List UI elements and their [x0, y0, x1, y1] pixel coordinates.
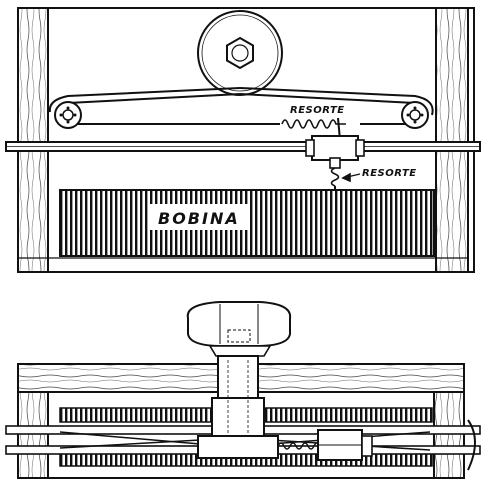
side-left-post	[17, 391, 49, 479]
right-wood-post	[435, 7, 469, 273]
knob	[186, 301, 292, 357]
side-slider-block	[317, 429, 373, 461]
coil-label-bg	[150, 204, 248, 230]
top-view: RESORTE RESORTE BOBINA	[5, 7, 481, 273]
right-small-pulley	[401, 101, 429, 129]
spring-label-side: RESORTE	[362, 168, 417, 179]
side-spring	[277, 442, 332, 450]
vertical-spring	[330, 167, 361, 190]
coil: BOBINA	[59, 189, 435, 257]
slider-block	[305, 135, 365, 169]
side-right-post	[433, 391, 465, 479]
drive-belt	[48, 87, 434, 125]
side-view	[5, 301, 481, 479]
left-small-pulley	[54, 101, 82, 129]
vertical-shaft	[197, 355, 279, 459]
coil-label: BOBINA	[158, 209, 240, 228]
spring-label-top: RESORTE	[290, 105, 345, 116]
side-right-pulley	[467, 419, 476, 471]
left-wood-post	[17, 7, 49, 273]
pulley-wheel	[197, 10, 283, 96]
guide-rod	[5, 141, 481, 152]
